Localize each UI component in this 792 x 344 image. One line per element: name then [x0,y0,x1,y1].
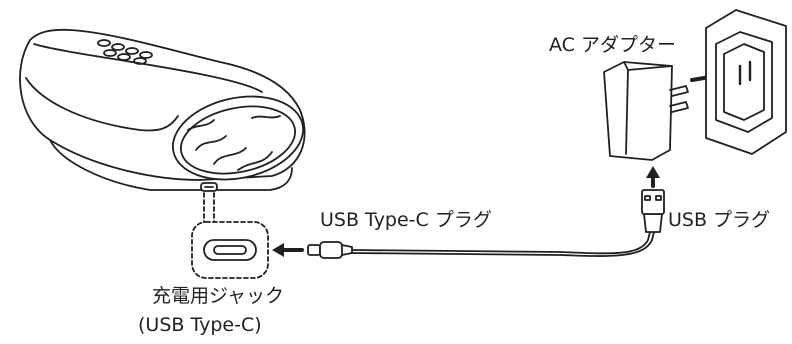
jack-callout [191,192,269,279]
usb-plug-label: USB プラグ [668,209,771,231]
wall-outlet [705,9,787,155]
massager-device [19,28,306,192]
ac-adapter [603,61,689,161]
usb-plug [641,189,665,233]
control-buttons [97,39,153,65]
charging-jack-label: 充電用ジャック [152,285,285,307]
usb-cable [351,231,655,257]
usb-type-c-plug [307,241,353,259]
device-opening [172,95,304,181]
arrow-to-jack [272,243,304,257]
arrow-to-adapter [646,166,660,188]
device-charging-port [200,182,218,192]
usb-type-c-plug-label: USB Type-C プラグ [320,209,492,231]
charging-jack-icon [203,239,257,261]
ac-adapter-label: AC アダプター [549,34,676,56]
charging-jack-type-label: (USB Type-C) [138,314,262,336]
